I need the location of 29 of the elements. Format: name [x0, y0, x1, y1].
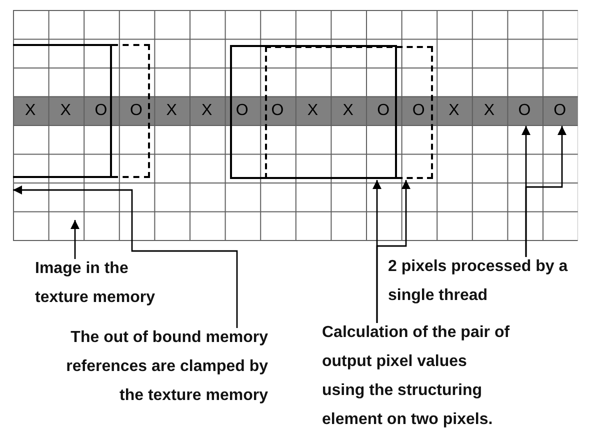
leader-arrow	[13, 186, 238, 328]
pixel-value-label: O	[129, 102, 144, 119]
pixel-value-label: X	[482, 102, 496, 119]
pixel-value-label: O	[412, 102, 426, 119]
leader-arrow	[376, 180, 410, 323]
dashed-window-outline	[264, 46, 433, 179]
pixel-value-label: O	[518, 102, 532, 119]
pixel-value-label: O	[235, 102, 250, 119]
leader-arrow	[70, 220, 80, 259]
pixel-value-label: X	[306, 102, 320, 119]
pixel-value-label: O	[552, 102, 567, 119]
pixel-value-label: X	[23, 102, 38, 119]
pixel-value-label: O	[94, 102, 108, 119]
pixel-value-label: O	[376, 102, 390, 119]
annotation-text: Calculation of the pair of output pixel values using the structuring element on two pixels.	[322, 318, 512, 428]
annotation-text: The out of bound memory references are clamped by the texture memory	[40, 323, 268, 410]
window-outline	[230, 45, 397, 179]
pixel-value-label: X	[164, 102, 179, 119]
pixel-grid-drawing	[12, 10, 578, 241]
leader-arrow	[525, 126, 566, 257]
pixel-value-label: O	[270, 102, 284, 119]
pixel-value-label: X	[446, 102, 461, 119]
pixel-value-label: X	[58, 102, 73, 119]
annotation-text: 2 pixels processed by a single thread	[388, 252, 588, 310]
pixel-value-label: X	[341, 102, 356, 119]
dashed-window-outline	[112, 44, 150, 178]
window-outline	[12, 44, 112, 178]
pixel-value-label: X	[200, 102, 214, 119]
annotation-text: Image in the texture memory	[35, 254, 175, 312]
